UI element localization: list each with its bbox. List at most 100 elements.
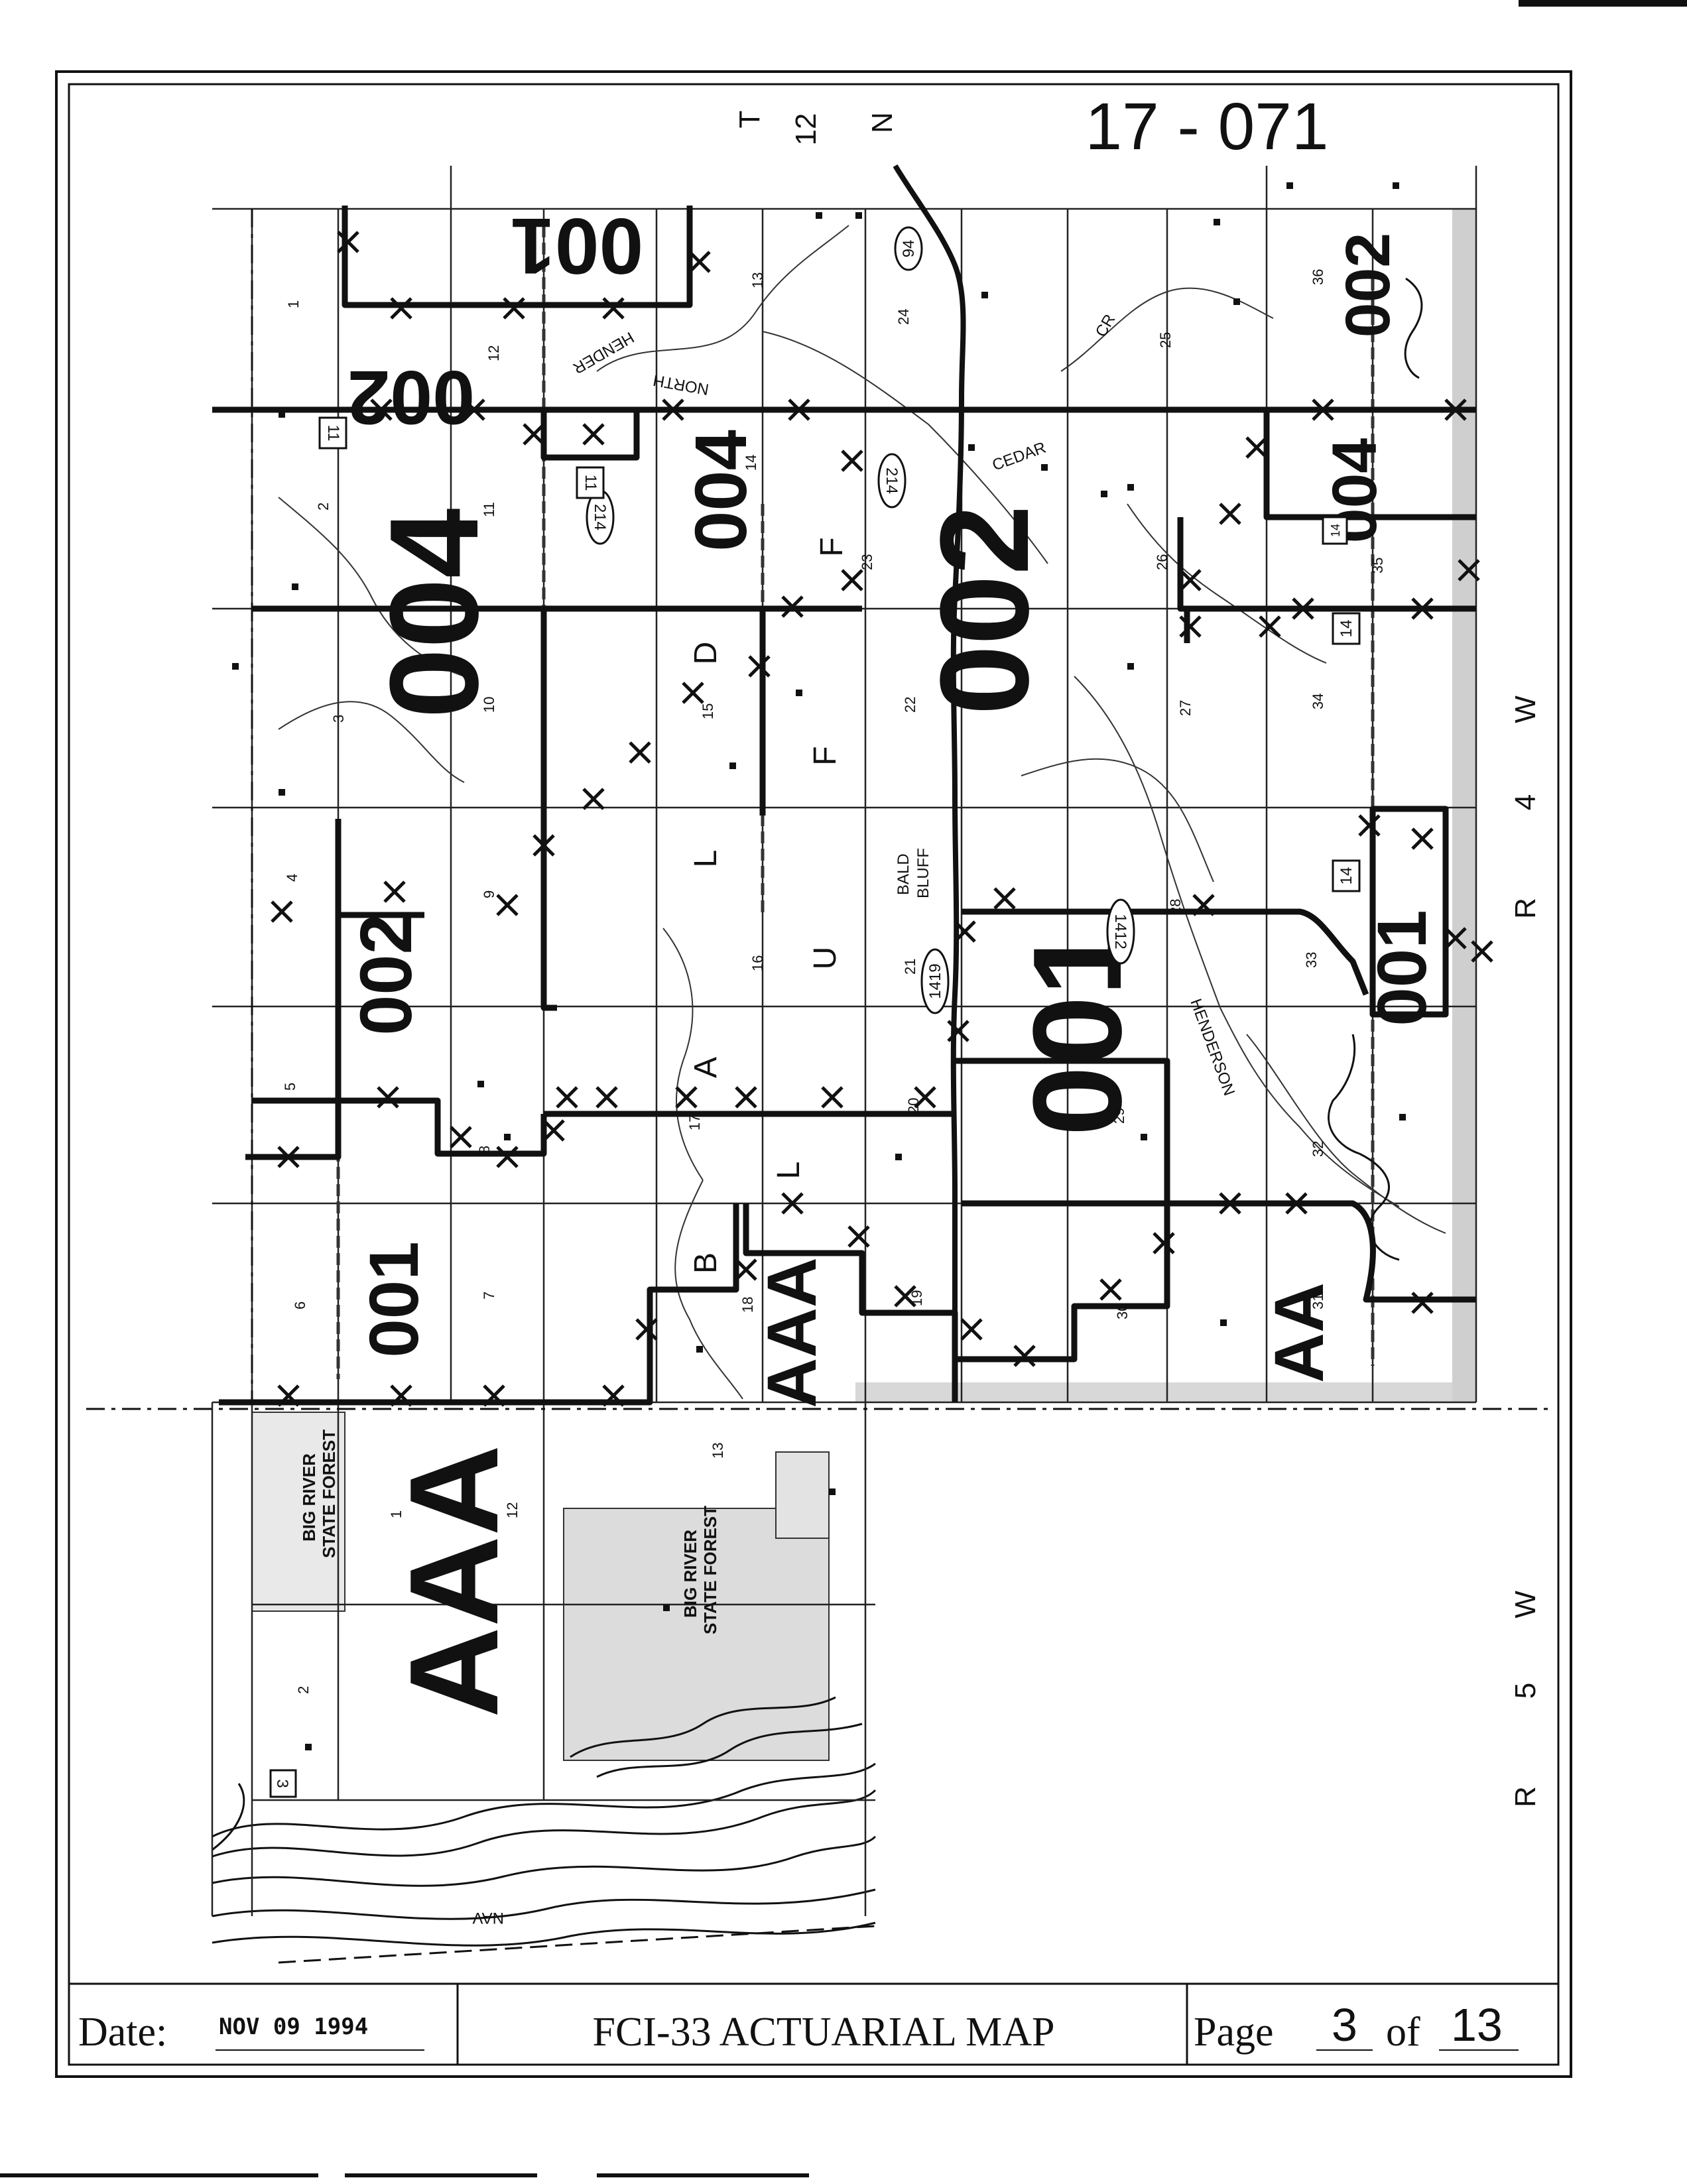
svg-text:1419: 1419	[926, 963, 944, 999]
label-hender: HENDER	[570, 328, 637, 377]
township-t: T	[733, 111, 766, 129]
section-number: 8	[476, 1146, 493, 1154]
section-number: 29	[1111, 1108, 1127, 1124]
zone-code-001-right: 001	[1363, 910, 1441, 1026]
section-number: 16	[749, 955, 766, 971]
section-number: 24	[895, 309, 912, 325]
land-use-letters: F D F L U A L B	[688, 537, 849, 1274]
label-north: NORTH	[652, 371, 710, 398]
section-number: 30	[1114, 1304, 1131, 1319]
outer-border	[55, 70, 1572, 2078]
zone-x-marks	[271, 231, 1493, 1407]
section-number: 26	[1154, 554, 1170, 570]
building-markers	[232, 182, 1406, 1750]
footer-page-label: Page	[1194, 2010, 1274, 2055]
section-number: 28	[1167, 899, 1184, 915]
shield-11-b: 11	[576, 466, 605, 499]
section-number: 27	[1177, 700, 1194, 716]
south-shading	[855, 1382, 1452, 1402]
footer-page-of: of	[1386, 2010, 1420, 2055]
section-number: 5	[282, 1083, 298, 1091]
forest-area	[251, 1412, 830, 1761]
scan-edge-bottom-left	[0, 2173, 318, 2177]
label-bluff: BLUFF	[914, 848, 932, 898]
shield-11-a: 11	[318, 416, 347, 450]
section-number: 10	[481, 697, 497, 713]
section-number: 4	[284, 874, 300, 882]
section-number: 14	[743, 455, 759, 471]
section-number: 6	[292, 1302, 308, 1309]
shield-14-a: 14	[1332, 612, 1361, 645]
map-identifier: 17 - 071	[1086, 90, 1329, 164]
section-number: 18	[739, 1297, 756, 1313]
section-number: 32	[1310, 1141, 1326, 1157]
svg-text:94: 94	[900, 240, 918, 258]
svg-text:14: 14	[1329, 524, 1342, 537]
range-west-w: W	[1509, 1591, 1542, 1618]
section-number: 1	[388, 1510, 405, 1518]
section-number: 12	[485, 345, 502, 361]
section-number: 11	[481, 502, 497, 517]
range-east-r: R	[1509, 898, 1542, 919]
section-number: 12	[504, 1502, 521, 1518]
scan-edge-top	[1519, 0, 1687, 7]
land-use-l-upper: L	[688, 850, 723, 868]
svg-text:214: 214	[591, 504, 609, 530]
section-number: 23	[859, 554, 875, 570]
label-henderson: HENDERSON	[1186, 997, 1238, 1098]
section-number: 19	[908, 1290, 925, 1306]
creeks	[278, 225, 1446, 1400]
township-range-labels: T 12 N R 4 W R 5 W	[733, 111, 1542, 1807]
township-boundary	[86, 209, 1552, 1410]
zone-code-002-center: 002	[914, 505, 1055, 715]
label-bald: BALD	[895, 853, 912, 895]
svg-text:1412: 1412	[1111, 914, 1129, 949]
footer: Date: NOV 09 1994 FCI-33 ACTUARIAL MAP P…	[69, 1982, 1558, 2065]
label-nav: NAV	[472, 1909, 504, 1927]
section-number: 15	[700, 703, 716, 719]
township-n: N	[866, 112, 899, 133]
zone-code-004-big: 004	[364, 508, 505, 718]
zone-code-aaa-forest: AAA	[384, 1445, 525, 1718]
land-use-f-top: F	[814, 537, 849, 556]
section-number: 13	[710, 1443, 726, 1459]
section-numbers: 1 12 13 24 25 36 2 11 14 23 26 35 3 10 1…	[282, 269, 1386, 1694]
zone-code-002-left: 002	[345, 914, 427, 1036]
section-number: 17	[686, 1115, 703, 1130]
label-forest-big-river-2: BIG RIVER	[680, 1530, 700, 1618]
range-east-4: 4	[1509, 794, 1542, 810]
shield-1419: 1419	[920, 948, 950, 1014]
section-number: 31	[1310, 1294, 1326, 1309]
section-number: 3	[330, 715, 347, 723]
zone-code-002-top: 002	[347, 355, 475, 440]
shield-94: 94	[894, 226, 923, 271]
shield-214-b: 214	[877, 453, 906, 509]
river-road	[1328, 277, 1423, 1261]
svg-text:11: 11	[582, 475, 599, 491]
footer-page-number: 3	[1332, 1999, 1357, 2051]
shield-3: 3	[269, 1769, 297, 1798]
label-cedar: CEDAR	[990, 439, 1048, 475]
section-number: 34	[1310, 694, 1326, 709]
range-east-w: W	[1509, 696, 1542, 723]
river-channels	[212, 1696, 877, 1964]
section-number: 9	[481, 890, 497, 898]
label-forest-state-2: STATE FOREST	[700, 1506, 720, 1634]
section-number: 21	[902, 959, 918, 975]
zone-code-aaa-lower: AAA	[753, 1257, 831, 1408]
svg-text:214: 214	[883, 467, 901, 494]
map-area	[86, 164, 1552, 1964]
land-use-u: U	[808, 947, 843, 970]
zone-code-004-upper: 004	[680, 430, 762, 552]
land-use-d: D	[688, 642, 723, 665]
footer-date-label: Date:	[78, 2010, 167, 2055]
zone-boundaries	[212, 206, 1476, 1406]
svg-text:14: 14	[1338, 867, 1355, 885]
land-use-f: F	[808, 746, 843, 765]
label-cedar-cr: CR	[1092, 311, 1119, 340]
section-number: 20	[905, 1098, 922, 1114]
footer-date-value: NOV 09 1994	[219, 2014, 368, 2040]
highway-94	[893, 164, 966, 1402]
scan-edge-bottom-right	[597, 2173, 809, 2177]
scan-edge-bottom-mid	[345, 2173, 537, 2177]
